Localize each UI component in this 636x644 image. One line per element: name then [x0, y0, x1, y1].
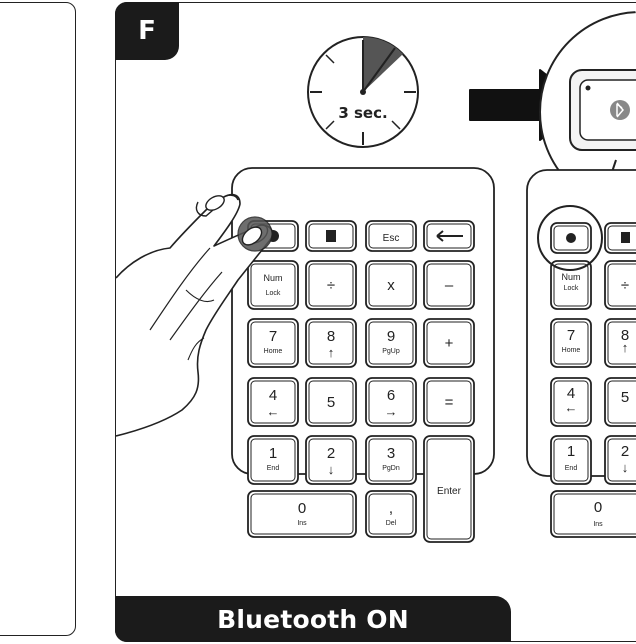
key-calculator-icon-0-1[interactable]	[305, 220, 357, 252]
key-label: x	[387, 277, 395, 294]
second-keypad-key[interactable]	[550, 318, 592, 368]
key---1-1[interactable]: ÷	[305, 260, 357, 310]
second-keypad-label: ↑	[622, 340, 629, 355]
key-sublabel: ←	[267, 404, 280, 419]
key---1-3[interactable]: –	[423, 260, 475, 310]
step-badge: F	[115, 2, 179, 60]
bluetooth-icon	[566, 233, 576, 243]
calculator-icon	[326, 230, 336, 242]
key-sublabel: Ins	[297, 520, 307, 527]
second-keypad-label: End	[565, 465, 578, 472]
key-backspace-arrow-icon-0-3[interactable]	[423, 220, 475, 252]
second-keypad-key[interactable]	[604, 260, 636, 310]
key-5-3-1[interactable]: 5	[305, 377, 357, 427]
key-label: +	[445, 335, 454, 352]
key-x-1-2[interactable]: x	[365, 260, 417, 310]
second-keypad-label: Home	[562, 347, 581, 354]
second-keypad-key[interactable]	[550, 377, 592, 427]
timer-label: 3 sec.	[338, 104, 387, 122]
second-keypad-label: Num	[561, 272, 580, 282]
key-sublabel: Home	[264, 348, 283, 355]
second-keypad-label: ←	[565, 400, 578, 415]
key-esc-0-2[interactable]: Esc	[365, 220, 417, 252]
previous-step-panel	[0, 2, 76, 636]
key-sublabel: Del	[386, 520, 397, 527]
second-keypad-label: ↓	[622, 460, 629, 475]
key-label: 2	[327, 445, 335, 462]
calculator-icon	[621, 232, 630, 243]
key-sublabel: End	[267, 465, 280, 472]
key-2-4-1[interactable]: 2↓	[305, 435, 357, 485]
second-keypad-key[interactable]	[604, 222, 636, 254]
second-keypad-label: 0	[594, 499, 602, 516]
key-sublabel: ↑	[328, 345, 335, 360]
key-sublabel: ↓	[328, 462, 335, 477]
key-label: 6	[387, 387, 395, 404]
key-sublabel: Lock	[266, 290, 281, 297]
key-label: 7	[269, 328, 277, 345]
second-keypad-label: 8	[621, 327, 629, 344]
backspace-arrow-icon	[436, 230, 463, 242]
second-keypad-key[interactable]	[550, 260, 592, 310]
second-keypad-label: 4	[567, 385, 575, 402]
key-label: 1	[269, 445, 277, 462]
second-keypad-key[interactable]	[550, 435, 592, 485]
key---2-3[interactable]: +	[423, 318, 475, 368]
key-label: Enter	[437, 486, 462, 497]
second-keypad-label: 5	[621, 389, 629, 406]
key-label: 0	[298, 500, 306, 517]
key---5-1[interactable]: , Del	[365, 490, 417, 538]
key-label: =	[445, 394, 454, 411]
second-keypad-label: 2	[621, 443, 629, 460]
second-keypad-label: Ins	[593, 521, 603, 528]
second-keypad-label: Lock	[564, 285, 579, 292]
second-keypad-key[interactable]	[604, 318, 636, 368]
hand-illustration	[116, 193, 274, 437]
key-label: 3	[387, 445, 395, 462]
key-label: 8	[327, 328, 335, 345]
second-keypad-key[interactable]	[604, 377, 636, 427]
second-keypad-label: 7	[567, 327, 575, 344]
key-label: ,	[389, 500, 393, 517]
second-keypad-label: 1	[567, 443, 575, 460]
key-sublabel: PgUp	[382, 348, 400, 355]
second-keypad-label: ÷	[621, 277, 629, 294]
magnifier-circle	[539, 11, 636, 245]
second-keypad-key[interactable]	[550, 490, 636, 538]
key-label: 9	[387, 328, 395, 345]
key-label: 5	[327, 394, 335, 411]
timer-clock-icon: 3 sec.	[307, 36, 419, 148]
key-label: 4	[269, 387, 277, 404]
key-sublabel: PgDn	[382, 465, 400, 472]
highlight-circle	[537, 205, 603, 271]
key-8-2-1[interactable]: 8↑	[305, 318, 357, 368]
key-6-3-2[interactable]: 6→	[365, 377, 417, 427]
bluetooth-on-label: Bluetooth ON	[115, 596, 511, 642]
key-sublabel: →	[385, 404, 398, 419]
key-label: Esc	[383, 233, 400, 244]
key---3-3[interactable]: =	[423, 377, 475, 427]
key-label: –	[445, 277, 454, 294]
key-label: Num	[263, 273, 282, 283]
second-keypad-key[interactable]	[604, 435, 636, 485]
key-label: ÷	[327, 277, 335, 294]
key-4-3-0[interactable]: 4←	[247, 377, 299, 427]
key-enter-4-3[interactable]: Enter	[423, 435, 475, 543]
